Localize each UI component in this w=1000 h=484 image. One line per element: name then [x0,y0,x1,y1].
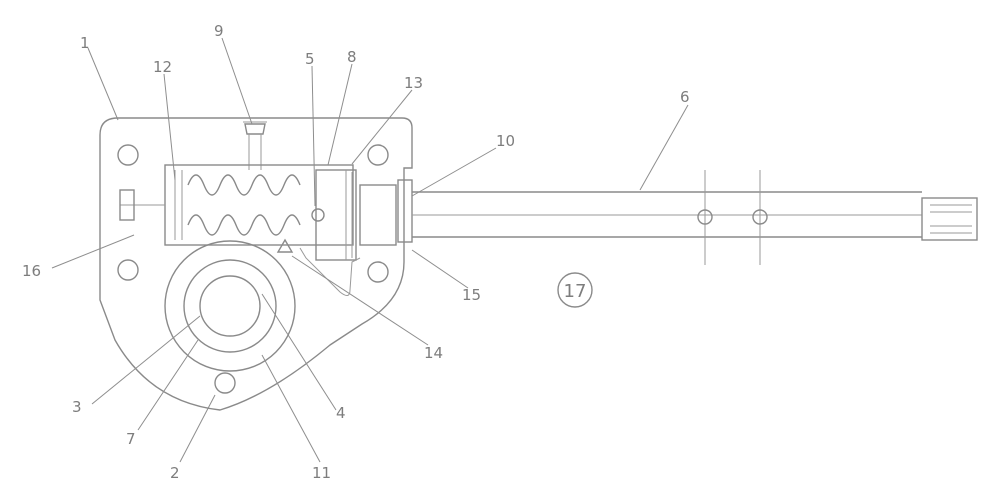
callout-8: 8 [347,48,357,66]
figure-reference-number: 17 [564,281,587,302]
shaft-center-marker [311,208,325,222]
callout-7: 7 [126,430,136,448]
mount-hole-bottom [214,372,236,394]
callout-16: 16 [22,262,41,280]
leader-lines [51,37,689,463]
shaft-pin-hole-2 [752,170,768,265]
mount-hole-mid-right [367,261,389,283]
small-triangle-marker [276,238,294,253]
mount-hole-top-left [117,144,139,166]
figure-reference-badge: 17 [557,272,593,308]
shaft-pin-hole-1 [697,170,713,265]
vent-plug [243,121,267,170]
mount-hole-top-right [367,144,389,166]
mount-hole-mid-left [117,259,139,281]
worm-wheel-hub [183,259,277,353]
callout-15: 15 [462,286,481,304]
shaft-seal [397,179,413,243]
callout-6: 6 [680,88,690,106]
callout-4: 4 [336,404,346,422]
worm-wheel-outer [164,240,296,372]
worm-thread [187,174,301,236]
output-shaft [412,191,978,241]
left-end-cap [119,189,135,221]
callout-12: 12 [153,58,172,76]
callout-10: 10 [496,132,515,150]
callout-14: 14 [424,344,443,362]
worm-wheel-bore [199,275,261,337]
callout-1: 1 [80,34,90,52]
callout-3: 3 [72,398,82,416]
callout-11: 11 [312,464,331,482]
bearing-block [315,169,357,261]
callout-2: 2 [170,464,180,482]
callout-9: 9 [214,22,224,40]
callout-5: 5 [305,50,315,68]
shaft-collar [359,184,397,246]
gasket-line [299,247,361,296]
callout-13: 13 [404,74,423,92]
